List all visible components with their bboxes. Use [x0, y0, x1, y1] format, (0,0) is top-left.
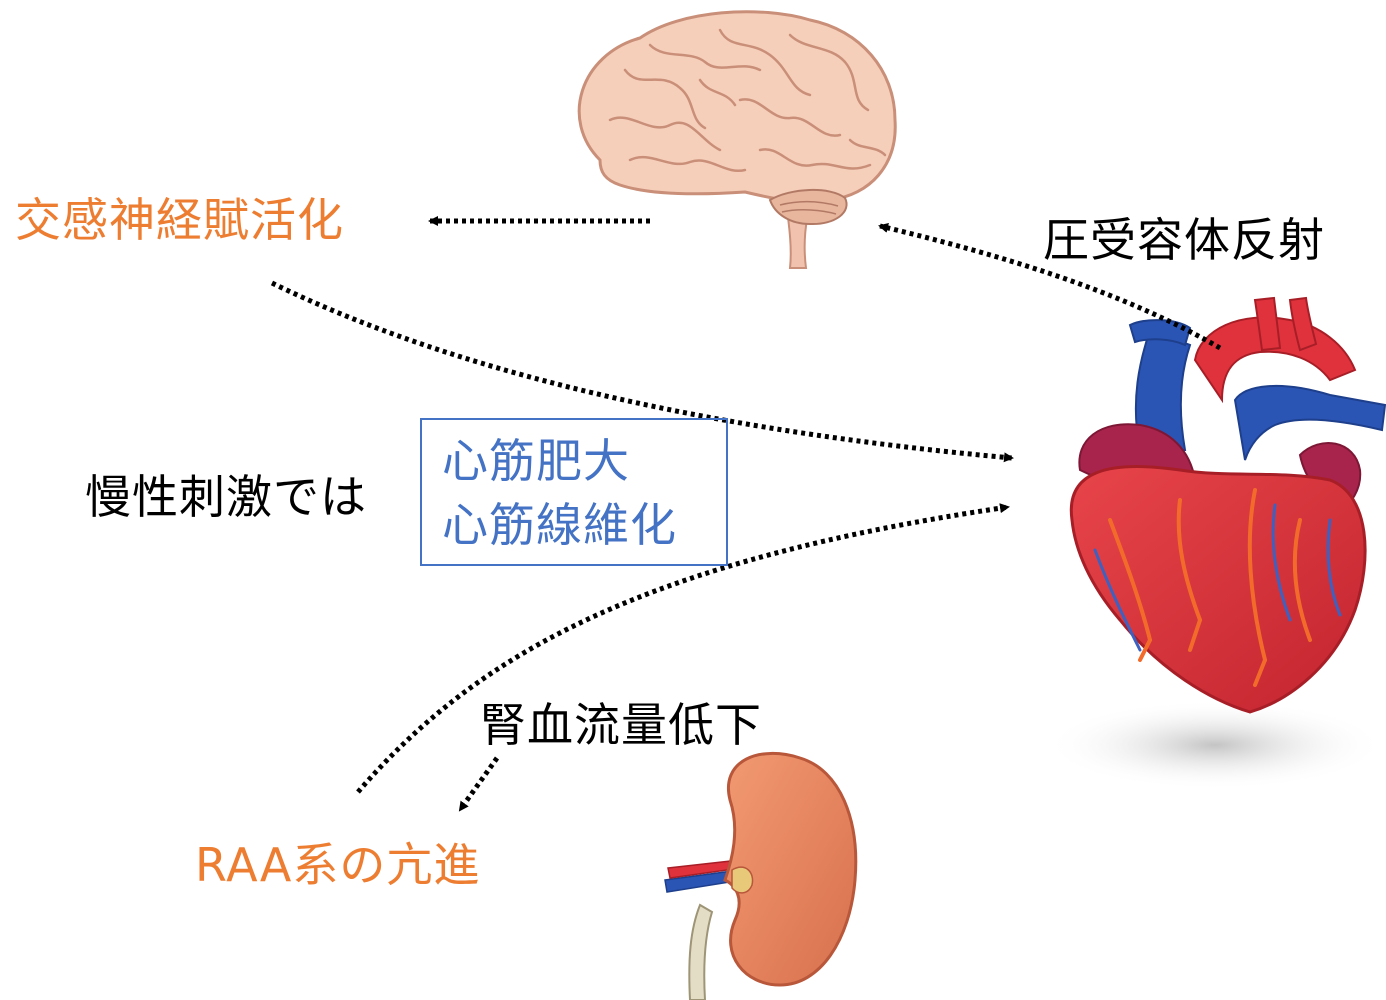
- baroreflex-label: 圧受容体反射: [1043, 217, 1325, 263]
- brain-icon: [579, 12, 895, 268]
- myocardial-fibrosis-label: 心筋線維化: [442, 502, 677, 548]
- sympathetic-activation-label: 交感神経賦活化: [15, 197, 344, 243]
- heart-icon: [1045, 298, 1385, 790]
- kidney-icon: [665, 753, 856, 1000]
- raa-activation-label: RAA系の亢進: [195, 842, 480, 888]
- myocardial-hypertrophy-label: 心筋肥大: [442, 438, 630, 484]
- myocardial-effects-box: 心筋肥大 心筋線維化: [420, 418, 728, 566]
- renal-blood-flow-label: 腎血流量低下: [480, 702, 762, 748]
- chronic-stimulation-label: 慢性刺激では: [85, 474, 367, 520]
- arrow-kidney-to-raa: [460, 758, 497, 810]
